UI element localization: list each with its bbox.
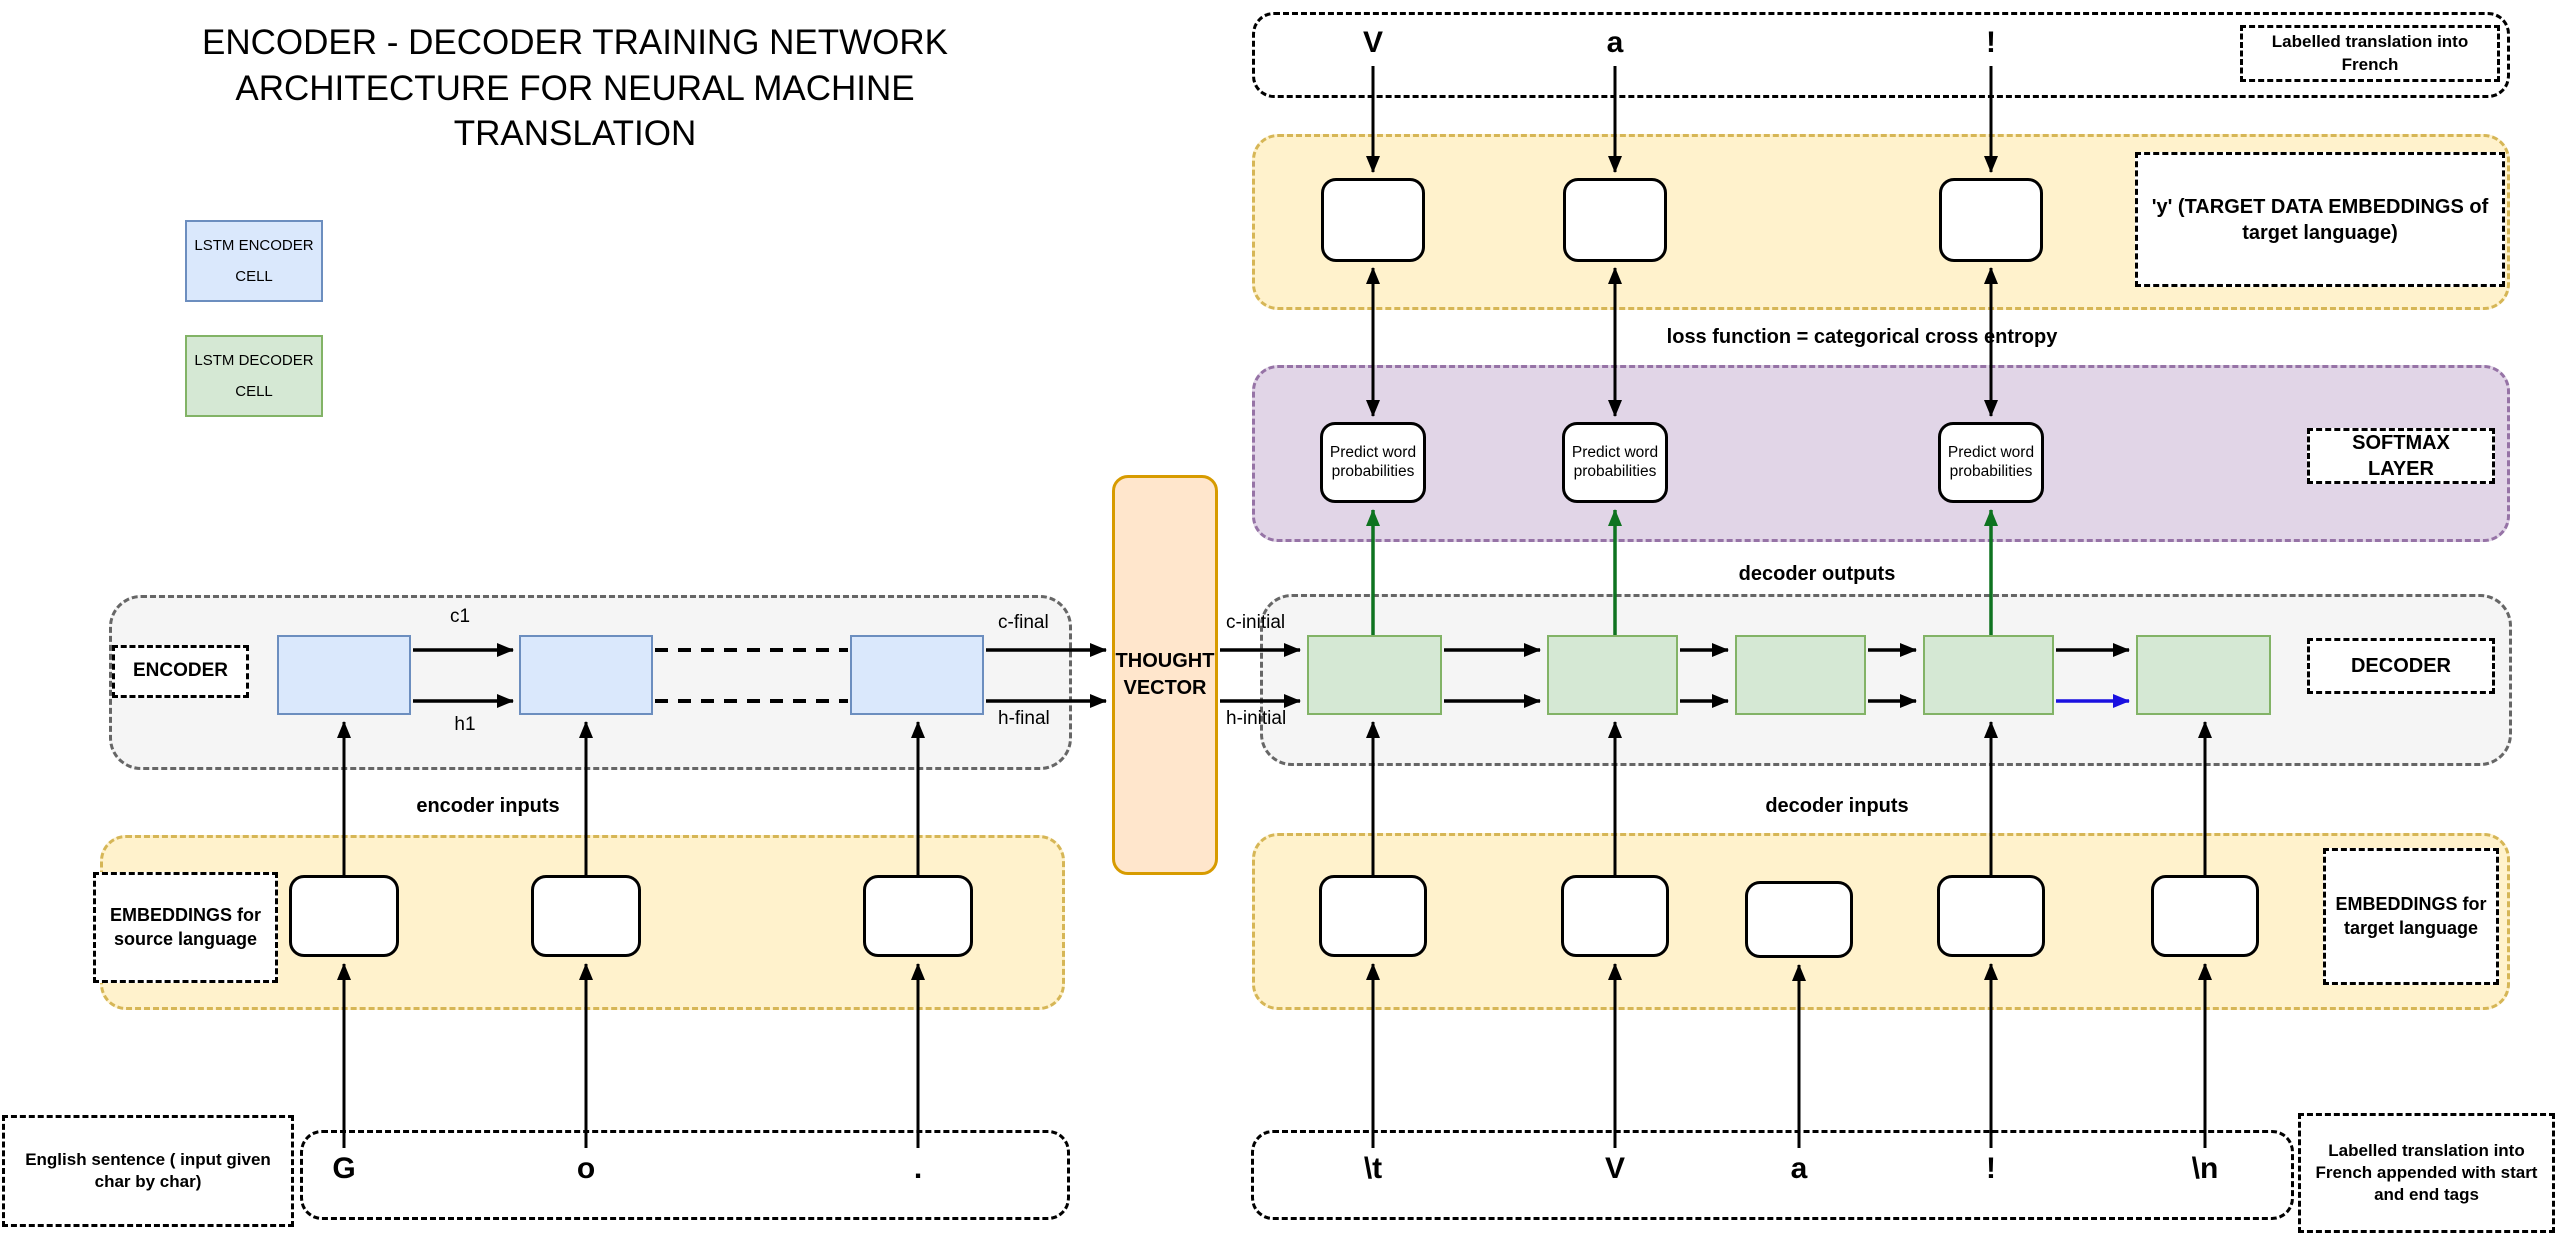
encoder-inputs-caption: encoder inputs [416, 795, 560, 817]
c-final-label: c-final [998, 612, 1049, 633]
encoder-lstm-cell [277, 635, 411, 715]
decoder-lstm-cell [1307, 635, 1442, 715]
target-embedding-box [1563, 178, 1667, 262]
h-final-label: h-final [998, 708, 1050, 729]
legend-decoder-cell: LSTM DECODER CELL [185, 335, 323, 417]
legend-encoder-cell: LSTM ENCODER CELL [185, 220, 323, 302]
legend-encoder-cell-label: LSTM ENCODER CELL [194, 236, 314, 286]
decoder-outputs-caption: decoder outputs [1738, 563, 1896, 585]
h1-label: h1 [454, 714, 476, 735]
decoder-input-sentence-label: Labelled translation into French appende… [2298, 1113, 2555, 1233]
predict-word-probabilities-box: Predict word probabilities [1938, 422, 2044, 503]
target-embeddings-label: 'y' (TARGET DATA EMBEDDINGS of target la… [2135, 152, 2505, 287]
predict-word-probabilities-box: Predict word probabilities [1562, 422, 1668, 503]
decoder-input-char: a [1790, 1152, 1808, 1185]
predict-word-probabilities-box: Predict word probabilities [1320, 422, 1426, 503]
decoder-embedding-box [1319, 875, 1427, 957]
decoder-input-char: ! [1986, 1152, 1996, 1185]
decoder-container [1260, 594, 2512, 766]
decoder-lstm-cell [1923, 635, 2054, 715]
decoder-lstm-cell [1547, 635, 1678, 715]
encoder-lstm-cell [519, 635, 653, 715]
softmax-layer-label: SOFTMAX LAYER [2307, 428, 2495, 484]
target-embedding-box [1321, 178, 1425, 262]
encoder-input-char: o [576, 1152, 596, 1185]
decoder-input-char: \t [1363, 1152, 1383, 1185]
encoder-input-char: . [913, 1152, 923, 1185]
decoder-input-char: \n [2191, 1152, 2219, 1185]
decoder-inputs-caption: decoder inputs [1765, 795, 1909, 817]
decoder-embeddings-container [1252, 833, 2510, 1010]
labelled-translation-label: Labelled translation into French [2240, 25, 2500, 82]
decoder-embedding-box [2151, 875, 2259, 957]
encoder-embedding-box [531, 875, 641, 957]
encoder-embedding-box [863, 875, 973, 957]
decoder-embedding-box [1937, 875, 2045, 957]
decoder-embedding-box [1561, 875, 1669, 957]
decoder-label: DECODER [2307, 638, 2495, 694]
decoder-lstm-cell [1735, 635, 1866, 715]
encoder-label: ENCODER [112, 645, 249, 698]
legend-decoder-cell-label: LSTM DECODER CELL [194, 351, 314, 401]
decoder-embeddings-label: EMBEDDINGS for target language [2323, 848, 2499, 985]
encoder-input-sentence-container [300, 1130, 1070, 1220]
decoder-embedding-box [1745, 881, 1853, 958]
decoder-lstm-cell [2136, 635, 2271, 715]
softmax-container [1252, 365, 2510, 542]
h-initial-label: h-initial [1226, 708, 1287, 729]
encoder-lstm-cell [850, 635, 984, 715]
target-char: a [1606, 26, 1624, 59]
encoder-input-char: G [332, 1152, 356, 1185]
target-char: ! [1986, 26, 1996, 59]
page-title: ENCODER - DECODER TRAINING NETWORK ARCHI… [201, 23, 949, 153]
decoder-input-char: V [1604, 1152, 1626, 1185]
decoder-input-sentence-container [1251, 1130, 2294, 1220]
c-initial-label: c-initial [1226, 612, 1286, 633]
encoder-embedding-box [289, 875, 399, 957]
encoder-input-sentence-label: English sentence ( input given char by c… [2, 1115, 294, 1227]
target-char: V [1362, 26, 1384, 59]
encoder-embeddings-label: EMBEDDINGS for source language [93, 872, 278, 983]
target-embedding-box [1939, 178, 2043, 262]
loss-caption: loss function = categorical cross entrop… [1666, 326, 2058, 348]
thought-vector-box: THOUGHT VECTOR [1112, 475, 1218, 875]
c1-label: c1 [449, 606, 471, 627]
